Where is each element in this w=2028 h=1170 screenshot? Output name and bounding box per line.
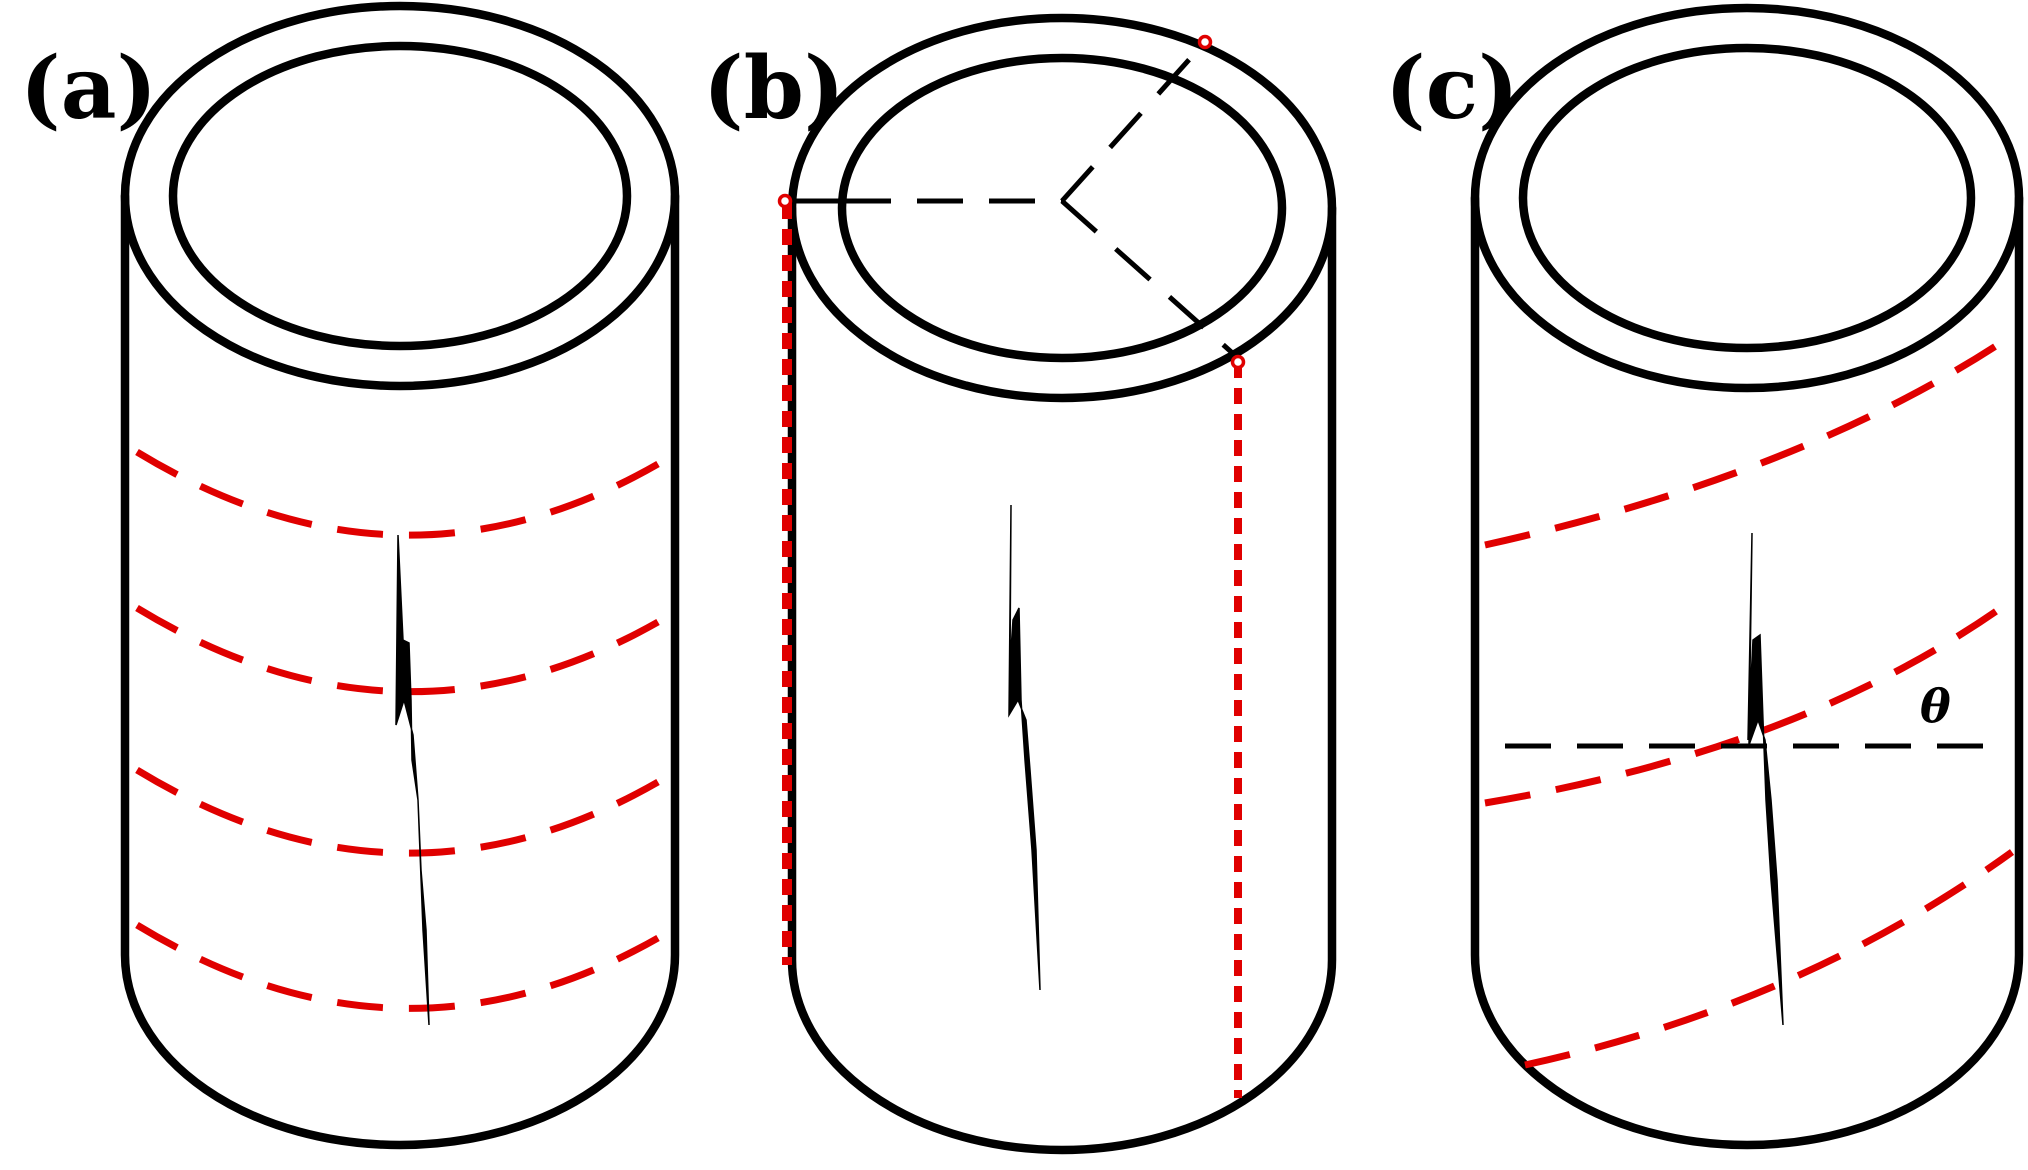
helical-line-1	[1484, 337, 2007, 549]
radial-lines-b	[785, 40, 1240, 360]
hoop-lines-a	[135, 449, 660, 1012]
gauge-points-b	[777, 34, 1246, 370]
crack-a	[395, 534, 430, 1026]
cylinder-c-outer-rim	[1470, 3, 2024, 393]
helical-line-2	[1484, 602, 2008, 807]
cylinder-b-body	[787, 203, 1337, 1155]
gauge-point-3	[1230, 354, 1246, 370]
panel-c: (c) θ	[1385, 3, 2028, 1150]
cylinder-b	[787, 13, 1337, 1155]
cylinder-a-inner-rim	[168, 41, 632, 351]
gauge-point-2	[1197, 34, 1213, 50]
hoop-line-4	[135, 922, 660, 1012]
gauge-point-1	[777, 193, 793, 209]
hoop-line-3	[135, 767, 660, 857]
cylinder-a-outer-rim	[120, 1, 680, 391]
hoop-line-1	[135, 449, 660, 539]
cylinder-c-body	[1470, 193, 2024, 1150]
hoop-line-2	[135, 605, 660, 696]
helical-line-3	[1524, 849, 2015, 1069]
axial-lines-b	[782, 203, 1242, 1098]
helical-lines-c	[1484, 337, 2015, 1069]
radial-line-upper	[1060, 40, 1207, 203]
crack-c	[1747, 532, 1784, 1026]
cylinder-c-inner-rim	[1518, 43, 1976, 353]
angle-theta-label: θ	[1920, 679, 1951, 733]
panel-a: (a)	[20, 1, 680, 1150]
crack-b	[1008, 504, 1041, 991]
panel-b: (b)	[703, 13, 1337, 1155]
cylinder-a-body	[120, 191, 680, 1150]
radial-line-lower	[1060, 199, 1240, 360]
cylinder-b-inner-rim	[837, 53, 1287, 363]
panel-a-label: (a)	[20, 38, 157, 139]
